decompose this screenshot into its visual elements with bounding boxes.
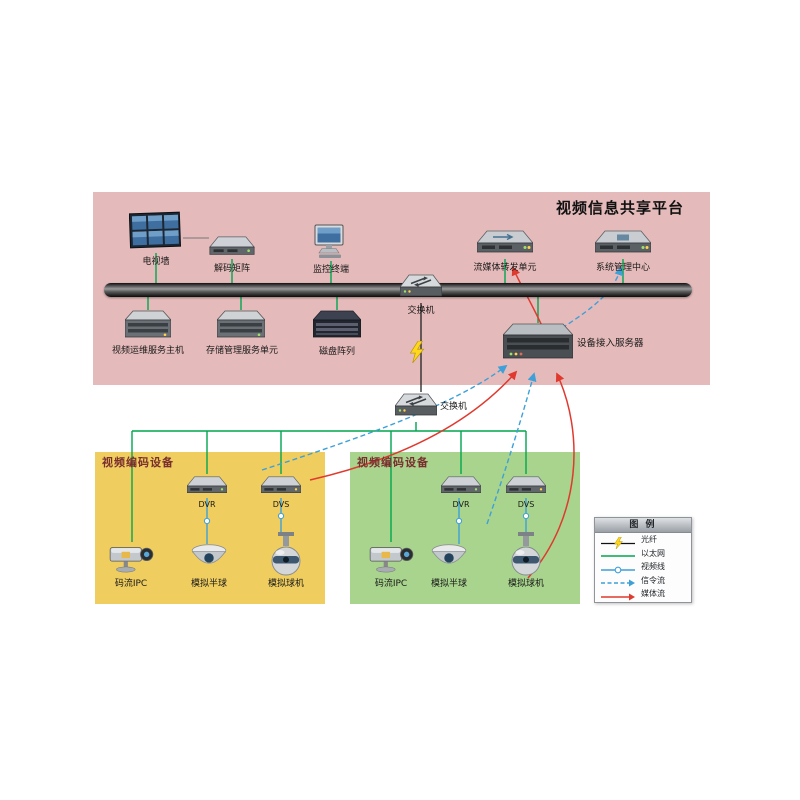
zone2-ipc-label: 码流IPC [374, 579, 408, 589]
lightning-icon [409, 341, 425, 363]
legend: 图 例 光纤 以太网 视频线 信令流 [594, 517, 692, 603]
video-ops-host-label: 视频运维服务主机 [111, 346, 184, 356]
legend-item-ethernet: 以太网 [595, 547, 691, 561]
tv-wall-label: 电视墙 [142, 257, 170, 267]
zone1-dvr-icon [187, 474, 227, 498]
zone1-title: 视频编码设备 [102, 456, 174, 469]
ethernet-line-sample [600, 547, 636, 559]
stream-forward-unit-label: 流媒体转发单元 [473, 263, 537, 273]
zone1-ipc-camera-icon [107, 540, 155, 574]
signal-flow-sample [600, 574, 636, 587]
zone2-ptz-label: 模拟球机 [507, 579, 544, 589]
fiber-line-sample [600, 534, 636, 549]
zone2-title: 视频编码设备 [357, 456, 429, 469]
zone2-dome-label: 模拟半球 [430, 579, 467, 589]
video-line-connectors [203, 512, 530, 525]
backbone-bus [104, 283, 692, 297]
switch-top-label: 交换机 [407, 306, 435, 316]
system-mgmt-center-label: 系统管理中心 [595, 263, 650, 273]
zone2-dvs-icon [506, 474, 546, 498]
zone2-ipc-camera-icon [367, 540, 415, 574]
video-ops-host-icon [125, 310, 171, 342]
device-access-server-icon [503, 323, 573, 363]
disk-array-icon [313, 310, 361, 342]
tv-wall-icon [129, 211, 183, 253]
zone1-dome-camera-icon [189, 542, 229, 576]
legend-title: 图 例 [595, 518, 691, 533]
decode-matrix-icon [209, 235, 255, 259]
switch-top-icon [400, 273, 442, 303]
zone2-dvs-label: DVS [517, 500, 535, 509]
storage-mgmt-unit-label: 存储管理服务单元 [205, 346, 278, 356]
zone1-ptz-camera-icon [265, 532, 307, 580]
media-flow-sample [600, 588, 636, 601]
stream-forward-unit-icon [477, 229, 533, 259]
zone1-dvs-icon [261, 474, 301, 498]
zone1-dvs-label: DVS [272, 500, 290, 509]
video-line-sample [600, 561, 636, 574]
signal-flow-arrows [261, 266, 624, 525]
zone2-ptz-camera-icon [505, 532, 547, 580]
legend-item-video: 视频线 [595, 560, 691, 574]
page-title: 视频信息共享平台 [555, 199, 684, 217]
switch-bottom-icon [395, 392, 437, 422]
zone1-dvr-label: DVR [198, 500, 216, 509]
legend-item-media: 媒体流 [595, 587, 691, 601]
zone1-ptz-label: 模拟球机 [267, 579, 304, 589]
legend-label-media: 媒体流 [641, 589, 665, 599]
storage-mgmt-unit-icon [217, 310, 265, 342]
legend-label-fiber: 光纤 [641, 535, 657, 545]
device-access-server-label: 设备接入服务器 [577, 338, 644, 349]
zone2-dvr-icon [441, 474, 481, 498]
zone1-ipc-label: 码流IPC [114, 579, 148, 589]
switch-bottom-label: 交换机 [440, 402, 468, 412]
legend-label-video: 视频线 [641, 562, 665, 572]
legend-item-fiber: 光纤 [595, 533, 691, 549]
disk-array-label: 磁盘阵列 [318, 347, 355, 357]
legend-item-signal: 信令流 [595, 574, 691, 588]
monitor-terminal-label: 监控终端 [312, 265, 349, 275]
legend-label-ethernet: 以太网 [641, 548, 665, 558]
zone1-dome-label: 模拟半球 [190, 579, 227, 589]
legend-label-signal: 信令流 [641, 575, 665, 585]
zone2-dome-camera-icon [429, 542, 469, 576]
zone2-dvr-label: DVR [452, 500, 470, 509]
system-mgmt-center-icon [595, 229, 651, 259]
monitor-terminal-icon [313, 223, 349, 261]
decode-matrix-label: 解码矩阵 [213, 264, 250, 274]
